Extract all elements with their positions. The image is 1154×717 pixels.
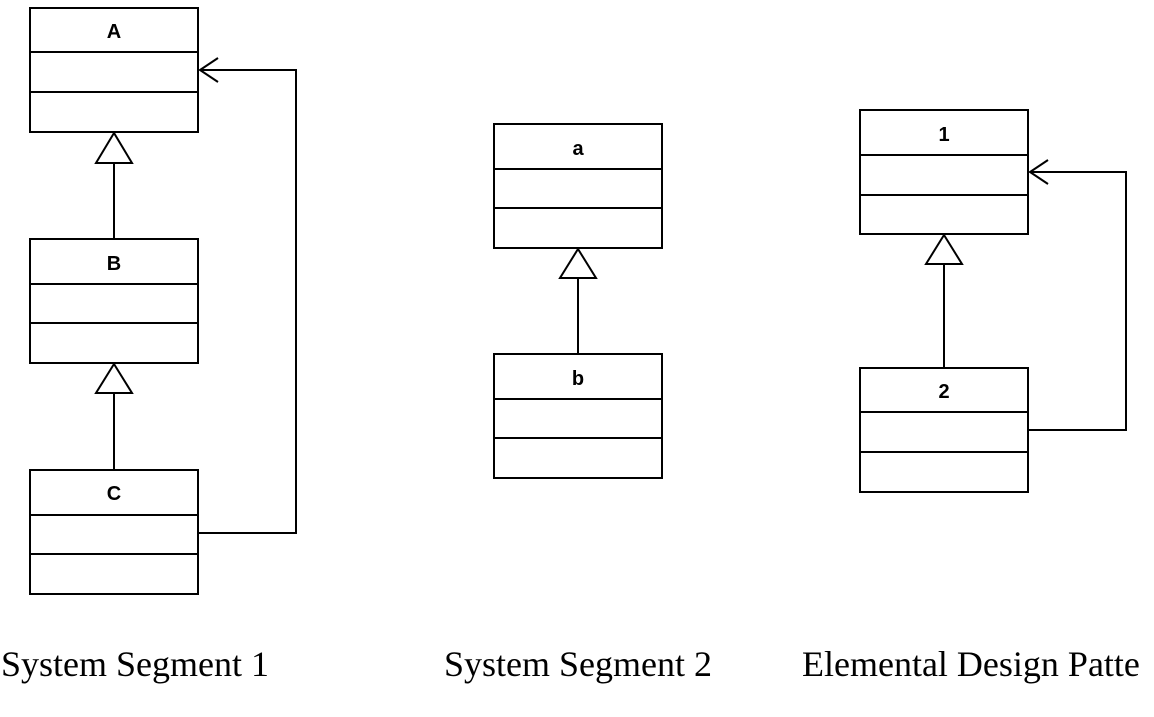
association-C-to-A [198, 57, 297, 534]
class-1: 1 [859, 109, 1029, 235]
class-2-name: 2 [938, 381, 949, 403]
class-A: A [29, 7, 199, 133]
class-1-name: 1 [938, 124, 949, 146]
segment-1-caption: System Segment 1 [1, 644, 269, 684]
generalization-C-to-B [94, 362, 134, 470]
class-A-name: A [107, 21, 121, 43]
generalization-b-to-a [558, 247, 598, 354]
generalization-2-to-1 [924, 233, 964, 368]
generalization-B-to-A [94, 131, 134, 239]
class-b: b [493, 353, 663, 479]
class-a: a [493, 123, 663, 249]
class-2: 2 [859, 367, 1029, 493]
class-a-name: a [572, 138, 584, 160]
class-b-name: b [572, 368, 584, 390]
segment-2-caption: System Segment 2 [444, 644, 712, 684]
segment-2: a b System Segment 2 [444, 123, 712, 684]
class-B-name: B [107, 253, 121, 275]
association-2-to-1 [1028, 159, 1127, 431]
class-B: B [29, 238, 199, 364]
edp-segment: 1 2 Elemental Design Patte [802, 109, 1140, 684]
segment-1: A B C System Segment [1, 7, 297, 684]
edp-caption: Elemental Design Patte [802, 644, 1140, 684]
class-C-name: C [107, 483, 121, 505]
class-C: C [29, 469, 199, 595]
